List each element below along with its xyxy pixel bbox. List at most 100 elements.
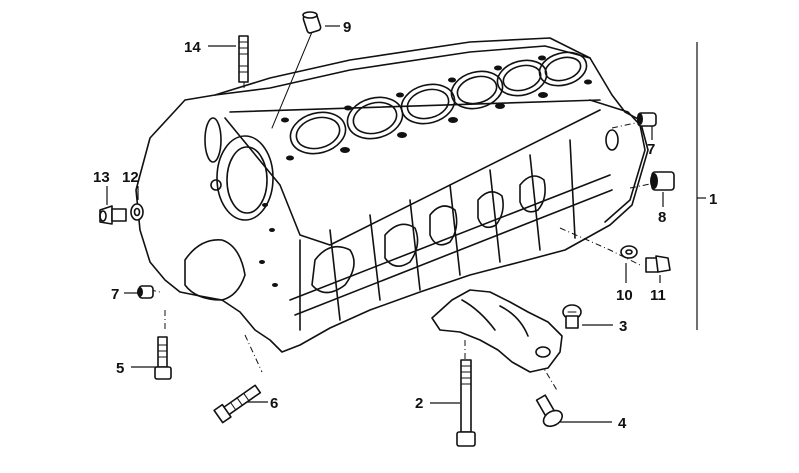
passage bbox=[538, 55, 546, 61]
passage bbox=[396, 92, 404, 98]
front-bore-inner bbox=[226, 146, 268, 214]
rib bbox=[369, 214, 381, 301]
stud-body bbox=[238, 35, 249, 83]
leader-9-axis bbox=[271, 31, 313, 129]
rib bbox=[409, 199, 421, 291]
passage bbox=[494, 65, 502, 71]
axis-10-11 bbox=[559, 227, 641, 266]
front-plug-hole bbox=[210, 179, 222, 191]
bolt-shank bbox=[460, 359, 472, 433]
web-pocket bbox=[429, 205, 458, 246]
rib bbox=[329, 229, 341, 321]
stud-6 bbox=[213, 384, 262, 424]
callout-12: 12 bbox=[122, 169, 139, 186]
passage bbox=[584, 79, 592, 85]
bore-3-inner bbox=[406, 88, 450, 120]
sleeve-8 bbox=[650, 171, 675, 191]
front-slot bbox=[204, 117, 222, 163]
bore-3 bbox=[400, 83, 456, 125]
engine-block-outline bbox=[135, 37, 649, 353]
deck-passages bbox=[259, 55, 592, 287]
callout-11: 11 bbox=[650, 287, 666, 304]
passage bbox=[538, 92, 548, 98]
side-ribs bbox=[289, 139, 613, 331]
front-bore bbox=[216, 135, 274, 221]
dowel-7-right bbox=[637, 112, 657, 127]
rib bbox=[489, 169, 501, 263]
sleeve-9 bbox=[302, 11, 322, 34]
deck-lower-edge bbox=[229, 99, 601, 113]
passage bbox=[262, 203, 268, 207]
callout-1: 1 bbox=[709, 191, 717, 208]
thread bbox=[230, 401, 237, 411]
bore-6-inner bbox=[544, 56, 582, 82]
sleeve-top bbox=[302, 11, 318, 19]
passage bbox=[397, 132, 407, 138]
passage bbox=[286, 155, 294, 161]
callout-3: 3 bbox=[619, 318, 627, 335]
callout-8: 8 bbox=[658, 209, 666, 226]
stud-14 bbox=[238, 35, 249, 83]
engine-block bbox=[135, 37, 649, 353]
bolt-5 bbox=[154, 336, 172, 380]
callout-13: 13 bbox=[93, 169, 110, 186]
thread bbox=[236, 397, 243, 406]
plug-face bbox=[99, 210, 107, 222]
passage bbox=[259, 260, 265, 264]
axis-7-right bbox=[611, 121, 641, 129]
screw-head bbox=[542, 409, 564, 428]
bolt-head bbox=[456, 431, 476, 447]
bearing-arc-inner bbox=[499, 305, 529, 337]
bore-4 bbox=[450, 70, 504, 110]
washer-10 bbox=[620, 245, 638, 259]
bearing-cap-body bbox=[431, 289, 563, 373]
bore-6 bbox=[538, 51, 588, 87]
washer-outer bbox=[130, 203, 144, 221]
passage bbox=[448, 117, 458, 123]
cylinder-bores bbox=[289, 51, 588, 155]
plug-11 bbox=[645, 255, 671, 273]
bore-5-inner bbox=[502, 64, 542, 92]
bore-1 bbox=[289, 111, 347, 155]
washer-12 bbox=[130, 203, 144, 221]
passage bbox=[281, 117, 289, 123]
callout-6: 6 bbox=[270, 395, 278, 412]
bearing-cap bbox=[431, 289, 563, 373]
callout-7-left: 7 bbox=[111, 286, 119, 303]
sleeve-end bbox=[650, 173, 658, 189]
callouts: 1 2 3 4 5 6 7 7 8 9 10 11 12 13 14 bbox=[93, 19, 717, 432]
dowel-7-left bbox=[137, 285, 154, 299]
flange bbox=[589, 99, 646, 223]
bolt-shank bbox=[157, 336, 168, 368]
flange-hole bbox=[605, 129, 619, 151]
passage bbox=[448, 77, 456, 83]
callout-7-right: 7 bbox=[647, 141, 655, 158]
passage bbox=[495, 103, 505, 109]
deck-front-edge bbox=[224, 109, 601, 246]
washer-hole bbox=[133, 207, 141, 217]
bore-1-inner bbox=[295, 116, 341, 150]
bearing-arc bbox=[461, 299, 496, 331]
pan-rail bbox=[289, 174, 611, 301]
axis-6 bbox=[244, 334, 263, 373]
rib bbox=[529, 154, 541, 251]
passage bbox=[340, 147, 350, 153]
bolt-2 bbox=[456, 359, 476, 447]
passage bbox=[269, 228, 275, 232]
screw-body bbox=[565, 315, 579, 329]
callout-5: 5 bbox=[116, 360, 124, 377]
rear-cutout bbox=[184, 239, 246, 301]
bolt-head bbox=[154, 366, 172, 380]
screw-4 bbox=[535, 394, 564, 428]
plug-head bbox=[655, 255, 671, 273]
web-pocket bbox=[477, 191, 504, 229]
cap-bolt-hole bbox=[535, 346, 551, 358]
callout-14: 14 bbox=[184, 39, 201, 56]
axis-8 bbox=[629, 182, 656, 189]
callout-10: 10 bbox=[616, 287, 633, 304]
washer-outer bbox=[620, 245, 638, 259]
callout-4: 4 bbox=[618, 415, 627, 432]
dowel-end bbox=[637, 113, 643, 125]
stud-body bbox=[221, 384, 262, 417]
